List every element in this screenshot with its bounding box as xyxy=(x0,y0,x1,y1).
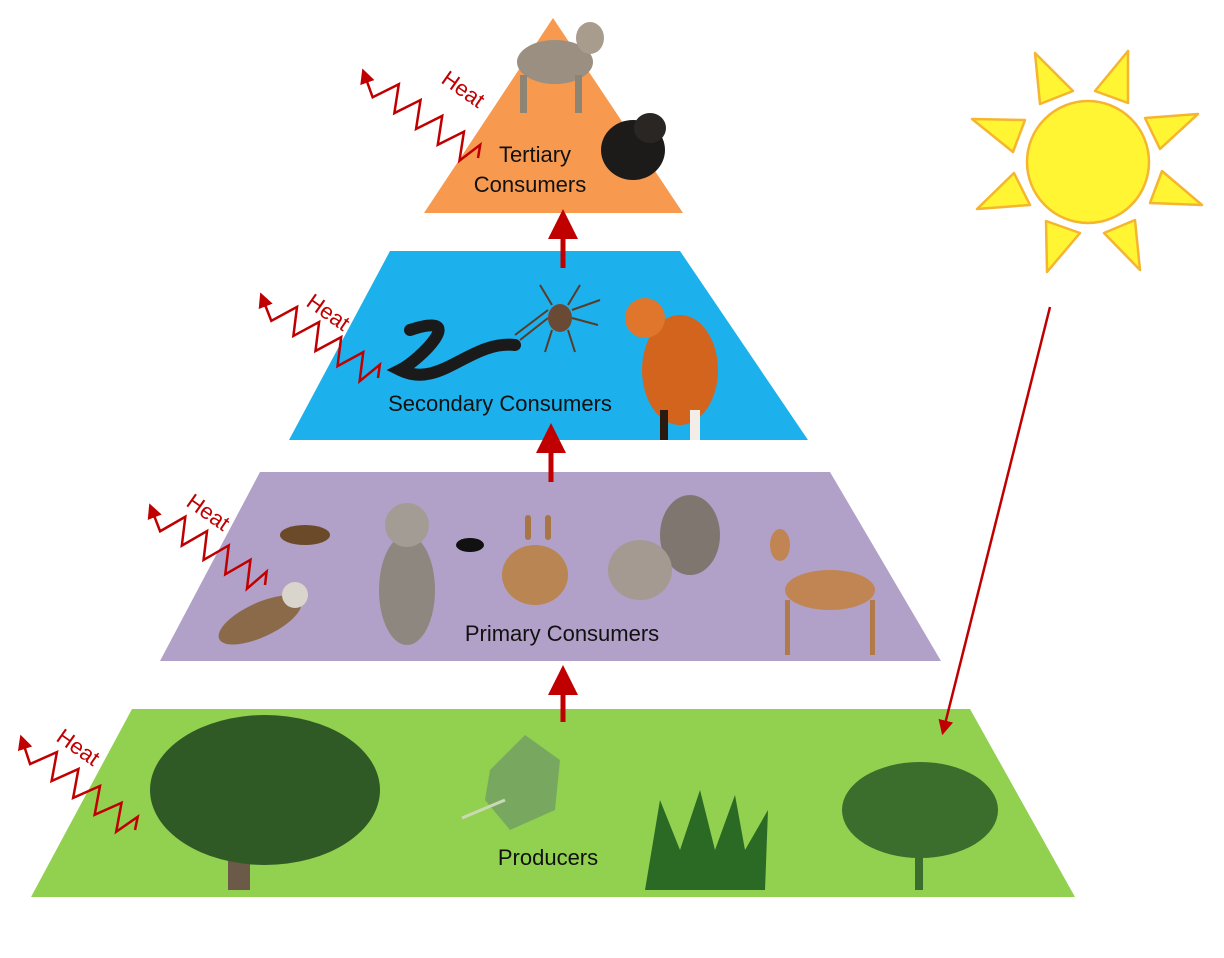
heat-arrow-tertiary xyxy=(360,68,482,164)
primary-label: Primary Consumers xyxy=(465,621,659,646)
cricket-image xyxy=(280,525,330,545)
heat-arrow-secondary xyxy=(258,292,382,385)
heat-label-tertiary: Heat xyxy=(437,66,489,113)
raccoon-image xyxy=(379,503,435,645)
secondary-label: Secondary Consumers xyxy=(388,391,612,416)
fox-image xyxy=(625,298,718,440)
spider-image xyxy=(514,284,601,353)
fern-image xyxy=(842,762,998,890)
deer-image xyxy=(770,529,875,655)
snake-image xyxy=(386,319,521,381)
heat-label-producers: Heat xyxy=(52,724,104,771)
sun-icon xyxy=(970,49,1204,274)
leaf-image xyxy=(461,735,560,830)
rabbit-image xyxy=(502,515,568,605)
squirrel-image xyxy=(608,495,720,600)
beetle-image xyxy=(456,538,484,552)
tertiary-label-line2: Consumers xyxy=(474,172,586,197)
coyote-image xyxy=(517,22,604,113)
bear-image xyxy=(601,113,666,180)
grass-image xyxy=(645,790,768,890)
heat-label-primary: Heat xyxy=(182,489,234,536)
sparrow-image xyxy=(218,582,308,645)
heat-label-secondary: Heat xyxy=(302,289,354,336)
tertiary-label-line1: Tertiary xyxy=(499,142,571,167)
sunlight-arrow xyxy=(938,306,1052,736)
heat-arrow-producers xyxy=(17,734,140,835)
oak-tree-image xyxy=(150,715,380,890)
heat-arrow-primary xyxy=(147,503,269,592)
producers-label: Producers xyxy=(498,845,598,870)
